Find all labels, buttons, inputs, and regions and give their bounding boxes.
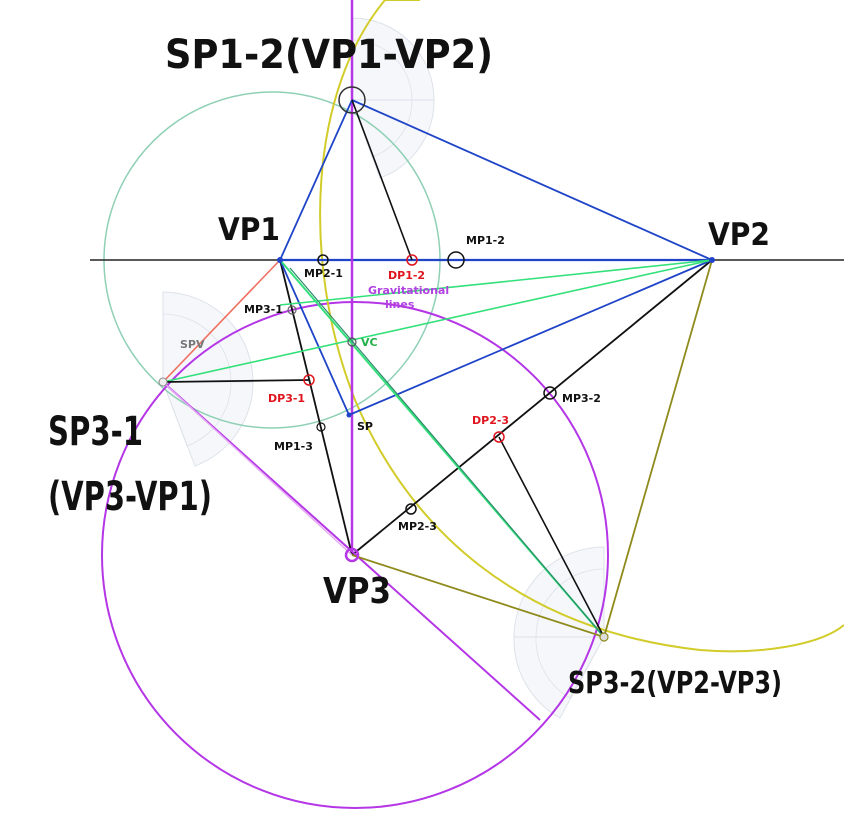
sp12-vp1-line [279,99,353,261]
vp2-point [709,257,715,263]
vp1-vp3-line [279,259,353,556]
sp31-vp3-line [162,381,541,721]
sp12-vp2-line [351,99,713,261]
label-spv: SPV [180,338,205,351]
label-sp12: SP1-2(VP1-VP2) [165,32,493,78]
dp31-point [303,374,315,386]
red-sp31-vp1 [162,259,281,383]
vp2-sp-line [348,259,713,416]
green-vp2-vc [279,259,713,306]
sp-point [346,412,352,418]
label-sp31-line2: (VP3-VP1) [48,474,212,520]
sp32-dp23-line [498,436,605,638]
sp12-point [338,86,366,114]
sp12-dp12-line [351,99,413,261]
sp32-point [599,632,609,642]
label-sp: SP [357,420,373,433]
label-dp31: DP3-1 [268,392,305,405]
mp12-point [447,251,465,269]
mp21-point [317,254,329,266]
label-vp2: VP2 [708,217,770,253]
vp1-point [277,257,283,263]
label-dp12: DP1-2 [388,269,425,282]
label-sp32: SP3-2(VP2-VP3) [568,666,782,701]
label-mp31: MP3-1 [244,303,283,316]
teal-vp1-sp32 [289,267,605,638]
label-mp23: MP2-3 [398,520,437,533]
sp31-vp3-light [162,381,353,556]
vp1-sp-line [279,259,350,416]
green-vp2-spv [162,259,713,383]
label-mp12: MP1-2 [466,234,505,247]
label-mp13: MP1-3 [274,440,313,453]
vp2-vp3-line [351,259,713,556]
sp31-point [158,377,168,387]
label-gravitational-lines: lines [385,298,415,311]
label-mp21: MP2-1 [304,267,343,280]
label-sp31-line1: SP3-1 [48,409,143,455]
label-vp1: VP1 [218,212,280,248]
mp31-point [287,305,297,315]
label-mp32: MP3-2 [562,392,601,405]
mp13-point [316,422,326,432]
label-vp3: VP3 [323,571,391,612]
mp23-point [405,503,417,515]
sp32-vp2-line [603,259,713,638]
mp32-point [543,386,557,400]
label-vc: VC [361,336,378,349]
gravitational-circle-purple [101,301,609,809]
label-gravitational: Gravitational [368,284,449,297]
sp32-vp3-line [351,554,605,638]
dp12-point [406,254,418,266]
dp23-point [493,431,505,443]
sp31-dp31-line [162,379,310,383]
protractor-sp12 [351,17,435,179]
yellow-arc-vp1-vp3 [319,0,844,653]
label-dp23: DP2-3 [472,414,509,427]
vc-point [347,337,357,347]
vp3-point [344,547,360,563]
